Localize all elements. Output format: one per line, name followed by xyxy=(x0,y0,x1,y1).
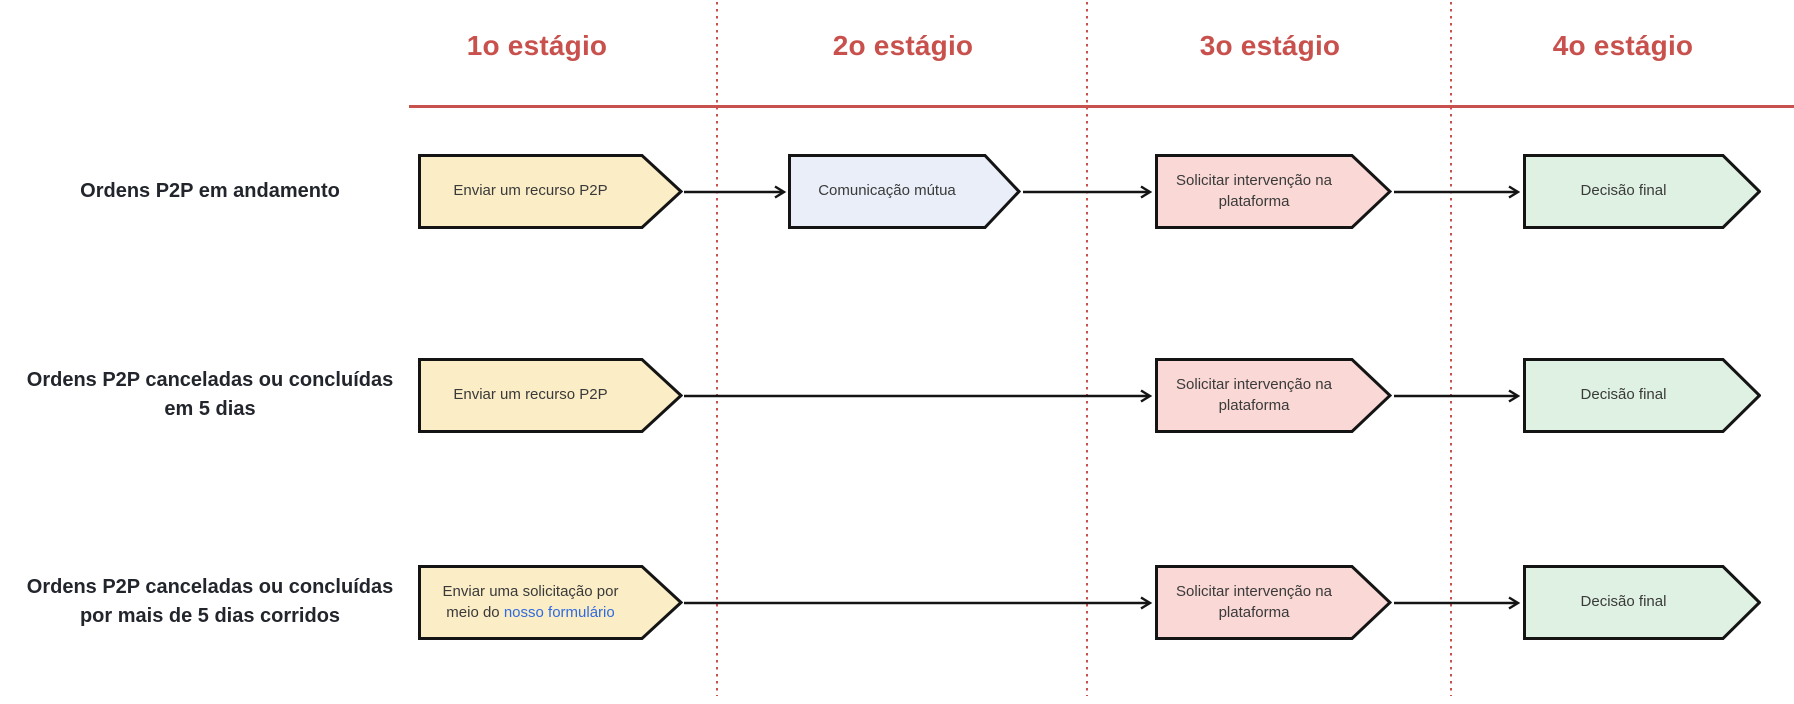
pentagon-shape xyxy=(1155,154,1392,229)
row-label-ordens-em-andamento: Ordens P2P em andamento xyxy=(8,177,412,206)
node-solicitar-intervencao-row1: Solicitar intervenção na plataforma xyxy=(1155,154,1392,229)
node-solicitar-intervencao-row3: Solicitar intervenção na plataforma xyxy=(1155,565,1392,640)
arrow-connector xyxy=(684,596,1153,610)
stage-divider-1 xyxy=(716,2,718,696)
arrow-connector xyxy=(684,185,787,199)
stage-divider-2 xyxy=(1086,2,1088,696)
pentagon-shape xyxy=(418,358,683,433)
pentagon-shape xyxy=(1155,565,1392,640)
node-enviar-recurso-p2p-row2: Enviar um recurso P2P xyxy=(418,358,683,433)
row-label-text: em 5 dias xyxy=(164,398,256,420)
nosso-formulario-link[interactable]: nosso formulário xyxy=(503,603,615,621)
node-text: Solicitar intervenção na plataforma xyxy=(1176,376,1332,414)
arrow-connector xyxy=(1394,185,1521,199)
stage-header-1: 1o estágio xyxy=(466,30,608,61)
pentagon-shape xyxy=(418,154,683,229)
row-label-text: Ordens P2P canceladas ou concluídas xyxy=(26,576,394,598)
stage-divider-3 xyxy=(1450,2,1452,696)
pentagon-shape xyxy=(1155,358,1392,433)
node-enviar-solicitacao-formulario: Enviar uma solicitação por meio do nosso… xyxy=(418,565,683,640)
node-text: Decisão final xyxy=(1580,386,1667,404)
node-enviar-recurso-p2p-row1: Enviar um recurso P2P xyxy=(418,154,683,229)
row-label-canceladas-5-dias: Ordens P2P canceladas ou concluídas em 5… xyxy=(8,366,412,424)
stage-header-2: 2o estágio xyxy=(832,30,974,61)
arrow-connector xyxy=(1394,389,1521,403)
node-text: Solicitar intervenção na plataforma xyxy=(1176,172,1332,210)
pentagon-shape xyxy=(788,154,1021,229)
node-text: Solicitar intervenção na plataforma xyxy=(1176,583,1332,621)
node-text: Decisão final xyxy=(1580,182,1667,200)
row-label-text: Ordens P2P canceladas ou concluídas xyxy=(26,369,394,391)
node-decisao-final-row2: Decisão final xyxy=(1523,358,1761,433)
node-decisao-final-row1: Decisão final xyxy=(1523,154,1761,229)
node-text-prefix: Enviar uma solicitação por meio do xyxy=(442,583,619,621)
stage-header-4: 4o estágio xyxy=(1552,30,1694,61)
node-text: Enviar uma solicitação por meio do nosso… xyxy=(428,582,633,623)
node-text: Enviar um recurso P2P xyxy=(453,182,608,200)
stage-header-3: 3o estágio xyxy=(1199,30,1341,61)
pentagon-shape xyxy=(418,565,683,640)
node-comunicacao-mutua: Comunicação mútua xyxy=(788,154,1021,229)
arrow-connector xyxy=(684,389,1153,403)
pentagon-shape xyxy=(1523,565,1761,640)
arrow-connector xyxy=(1023,185,1153,199)
pentagon-shape xyxy=(1523,154,1761,229)
row-label-text: Ordens P2P em andamento xyxy=(80,180,340,202)
node-text: Decisão final xyxy=(1580,593,1667,611)
stage-underline xyxy=(409,105,1794,108)
node-text: Enviar um recurso P2P xyxy=(453,386,608,404)
pentagon-shape xyxy=(1523,358,1761,433)
node-text: Comunicação mútua xyxy=(818,182,956,200)
row-label-canceladas-mais-5-dias: Ordens P2P canceladas ou concluídas por … xyxy=(8,573,412,631)
row-label-text: por mais de 5 dias corridos xyxy=(79,605,341,627)
arrow-connector xyxy=(1394,596,1521,610)
node-solicitar-intervencao-row2: Solicitar intervenção na plataforma xyxy=(1155,358,1392,433)
node-decisao-final-row3: Decisão final xyxy=(1523,565,1761,640)
